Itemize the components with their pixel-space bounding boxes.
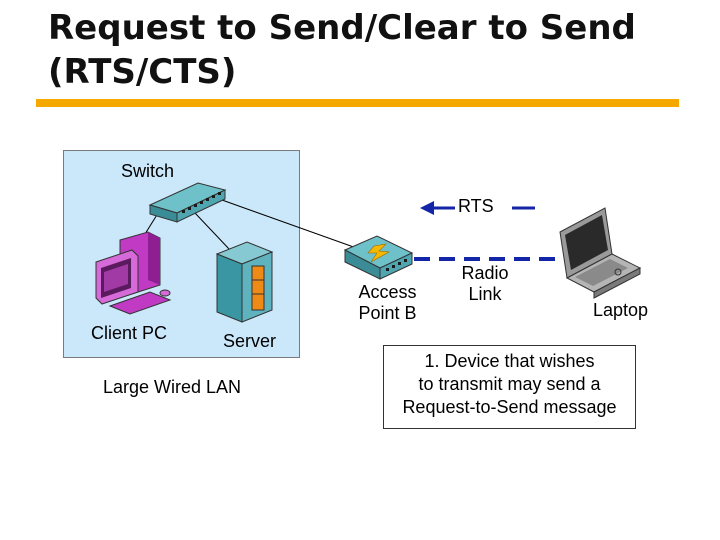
title-underline	[36, 99, 679, 107]
switch-to-ap-link	[221, 199, 363, 251]
wired-lan-label: Large Wired LAN	[103, 377, 242, 397]
server-label: Server	[223, 331, 277, 351]
client-pc-icon	[95, 231, 172, 315]
laptop-icon	[559, 207, 642, 299]
slide-title: Request to Send/Clear to Send (RTS/CTS)	[48, 8, 636, 92]
access-point-label: Access Point B	[358, 282, 417, 323]
switch-icon	[148, 182, 227, 223]
server-icon	[215, 241, 274, 323]
rts-label: RTS	[458, 196, 494, 216]
switch-label: Switch	[121, 161, 175, 181]
client-pc-label: Client PC	[91, 323, 168, 343]
laptop-label: Laptop	[593, 300, 649, 320]
access-point-icon	[343, 235, 414, 280]
radio-link-label: Radio Link	[461, 263, 509, 304]
rts-arrow	[420, 201, 535, 215]
message-box: 1. Device that wishes to transmit may se…	[383, 345, 636, 429]
switch-to-server-link	[194, 212, 231, 251]
